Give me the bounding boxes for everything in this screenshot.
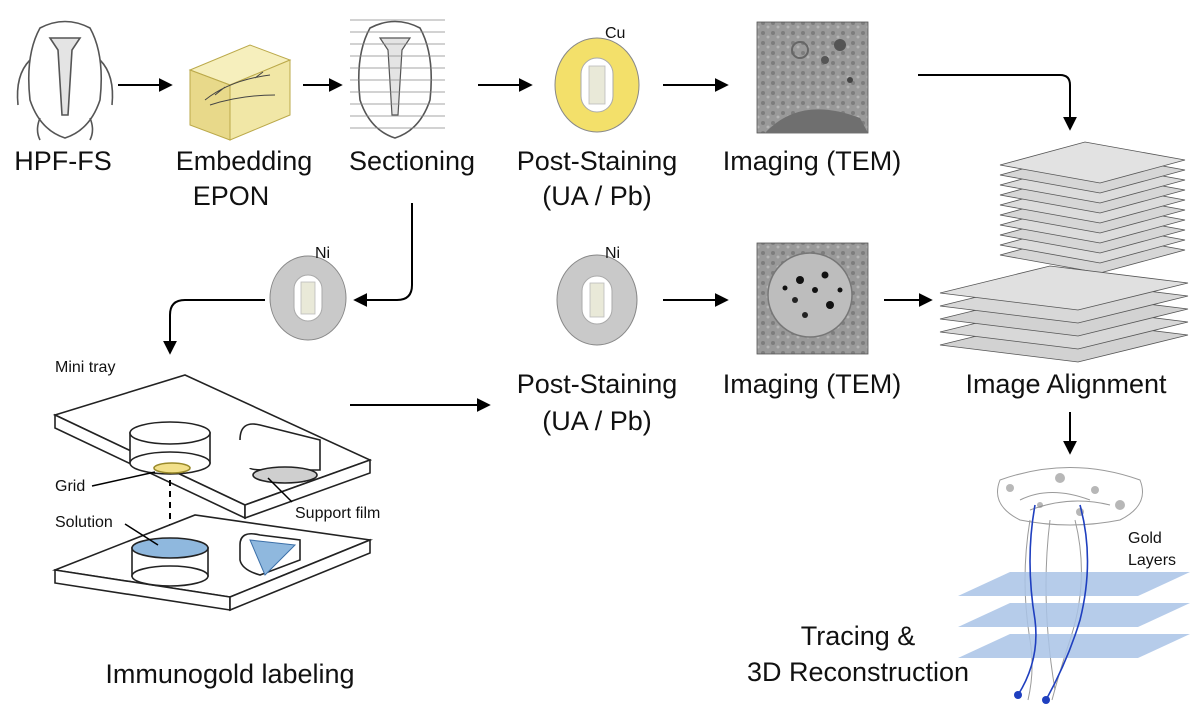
epon-label: EPON bbox=[193, 181, 270, 211]
post-staining-1-sublabel: (UA / Pb) bbox=[542, 181, 652, 211]
image-alignment-label: Image Alignment bbox=[965, 369, 1167, 399]
mini-tray-label: Mini tray bbox=[55, 359, 115, 376]
tem-image-1 bbox=[756, 21, 869, 134]
larva-icon bbox=[16, 20, 114, 141]
grid-label: Grid bbox=[55, 478, 85, 495]
ni-label-2: Ni bbox=[605, 245, 620, 262]
hpf-fs-label: HPF-FS bbox=[14, 146, 112, 176]
cu-grid-icon bbox=[554, 37, 640, 133]
mini-tray-top bbox=[52, 374, 373, 520]
imaging-2-label: Imaging (TEM) bbox=[723, 369, 902, 399]
aligned-image-stack bbox=[999, 141, 1186, 274]
support-film-label: Support film bbox=[295, 505, 380, 522]
ni-grid-icon-1 bbox=[269, 255, 347, 341]
imaging-1-label: Imaging (TEM) bbox=[723, 146, 902, 176]
epon-block-icon bbox=[188, 44, 292, 141]
sectioned-larva-icon bbox=[350, 19, 445, 139]
tem-image-2 bbox=[756, 242, 869, 355]
ni-label-1: Ni bbox=[315, 245, 330, 262]
immunogold-label: Immunogold labeling bbox=[105, 659, 354, 689]
tracing-label: Tracing & bbox=[801, 621, 916, 651]
aligned-image-stack-2 bbox=[939, 265, 1189, 363]
post-staining-2-sublabel: (UA / Pb) bbox=[542, 406, 652, 436]
post-staining-2-label: Post-Staining bbox=[517, 369, 678, 399]
embedding-label: Embedding bbox=[176, 146, 313, 176]
mini-tray-bottom bbox=[51, 514, 374, 612]
cu-label: Cu bbox=[605, 25, 625, 42]
neuron-reconstruction bbox=[958, 467, 1190, 704]
sectioning-label: Sectioning bbox=[349, 146, 475, 176]
ni-grid-icon-2 bbox=[556, 254, 638, 346]
gold-label: Gold bbox=[1128, 530, 1162, 547]
solution-label: Solution bbox=[55, 514, 113, 531]
reconstruction-label: 3D Reconstruction bbox=[747, 657, 969, 687]
post-staining-1-label: Post-Staining bbox=[517, 146, 678, 176]
layers-label: Layers bbox=[1128, 552, 1176, 569]
